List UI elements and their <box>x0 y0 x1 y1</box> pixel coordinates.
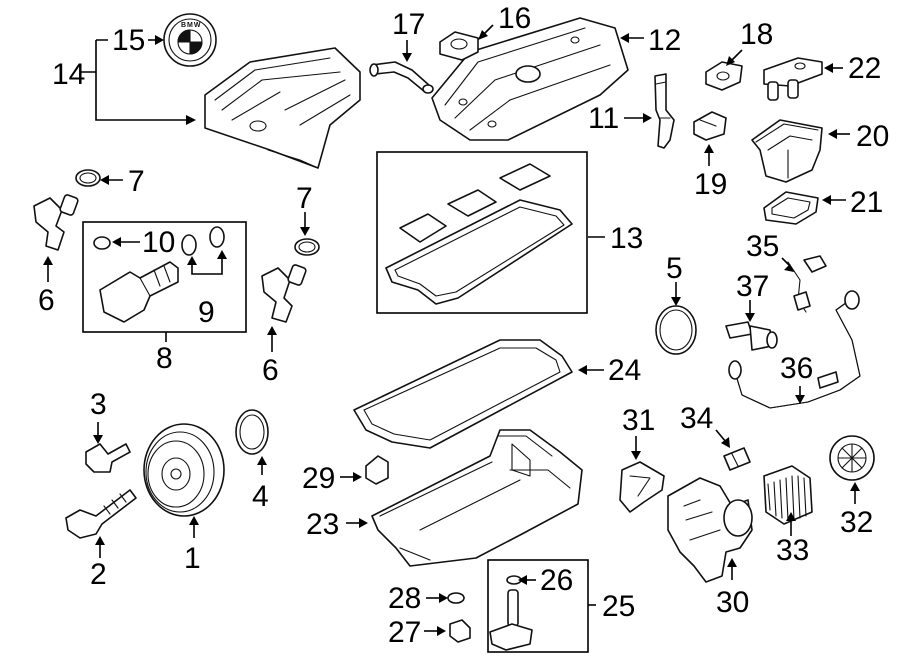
cam-sensor-left <box>33 194 79 251</box>
callout-12: 12 <box>648 24 681 57</box>
callout-31: 31 <box>622 404 655 437</box>
callout-6-left: 6 <box>38 284 55 317</box>
valve-cover <box>431 17 629 141</box>
callout-3: 3 <box>90 388 107 421</box>
callout-33: 33 <box>776 534 809 567</box>
callout-29: 29 <box>302 462 335 495</box>
callout-19: 19 <box>694 168 727 201</box>
callout-7-right: 7 <box>296 182 313 215</box>
drain-plug-27 <box>449 619 471 643</box>
callout-7-left: 7 <box>128 165 145 198</box>
callout-15: 15 <box>112 24 145 57</box>
seal-4 <box>235 409 269 455</box>
callout-labels: 14 15 17 16 12 11 18 22 19 20 21 13 7 7 … <box>38 2 889 649</box>
filter-cap <box>829 435 875 481</box>
callout-4: 4 <box>252 480 269 513</box>
callout-5: 5 <box>666 252 683 285</box>
callout-37: 37 <box>736 270 769 303</box>
oil-pan-gasket <box>353 339 573 449</box>
engine-cover <box>204 47 361 169</box>
callout-17: 17 <box>392 8 425 41</box>
drain-plug-box <box>487 559 589 653</box>
callout-26: 26 <box>540 564 573 597</box>
crank-pulley <box>143 423 225 517</box>
callout-21: 21 <box>850 186 883 219</box>
dipstick-tube <box>654 73 675 149</box>
callout-1: 1 <box>184 542 201 575</box>
bolt-3 <box>85 443 131 473</box>
plate-gasket <box>763 191 819 225</box>
washer-28 <box>447 592 465 604</box>
oil-level-sensor <box>489 575 533 651</box>
seal-5 <box>655 305 697 355</box>
callout-30: 30 <box>716 586 749 619</box>
cam-sensor-right <box>261 264 307 323</box>
callout-13: 13 <box>610 222 643 255</box>
valve-cover-gaskets <box>385 163 573 305</box>
callout-2: 2 <box>90 558 107 591</box>
clip-29 <box>365 455 389 485</box>
solenoid-box <box>82 221 247 333</box>
solenoid-valve <box>99 261 179 323</box>
callout-24: 24 <box>608 354 641 387</box>
gasket-kit-box <box>376 151 588 314</box>
oil-cap <box>439 31 479 61</box>
callout-11: 11 <box>588 102 619 135</box>
gasket-31 <box>619 461 665 513</box>
o-ring-9b <box>209 226 225 248</box>
callout-34: 34 <box>680 402 713 435</box>
o-ring-7a <box>75 169 101 187</box>
callout-14: 14 <box>52 58 85 91</box>
small-gasket <box>705 61 743 91</box>
callout-9: 9 <box>198 296 215 329</box>
callout-16: 16 <box>498 2 531 35</box>
filter-housing <box>751 119 823 183</box>
o-ring-7b <box>294 238 320 256</box>
emblem-lettering: BMW <box>181 22 202 29</box>
callout-36: 36 <box>780 352 813 385</box>
callout-25: 25 <box>602 590 635 623</box>
o-ring-9a <box>181 234 197 256</box>
callout-20: 20 <box>856 120 889 153</box>
oil-line <box>728 290 861 409</box>
callout-10: 10 <box>142 226 175 259</box>
callout-27: 27 <box>388 616 421 649</box>
housing-22 <box>763 57 823 101</box>
oil-pan <box>371 429 583 567</box>
callout-18: 18 <box>740 18 773 51</box>
emblem: BMW <box>163 13 217 67</box>
callout-6-right: 6 <box>262 354 279 387</box>
callout-32: 32 <box>840 506 873 539</box>
bolt-2 <box>65 489 137 539</box>
callout-35: 35 <box>746 230 779 263</box>
sensor-37 <box>725 321 778 351</box>
sensor-19 <box>693 111 727 141</box>
callout-23: 23 <box>306 508 339 541</box>
sensor-35 <box>787 255 827 313</box>
leader-lines <box>43 24 860 636</box>
callout-28: 28 <box>388 582 421 615</box>
callout-8: 8 <box>156 342 173 375</box>
callout-22: 22 <box>848 52 881 85</box>
breather-hose <box>369 61 434 94</box>
oil-filter-housing <box>667 477 753 583</box>
filter-element <box>763 465 813 525</box>
sensor-34 <box>723 447 751 471</box>
o-ring-10 <box>93 236 111 250</box>
